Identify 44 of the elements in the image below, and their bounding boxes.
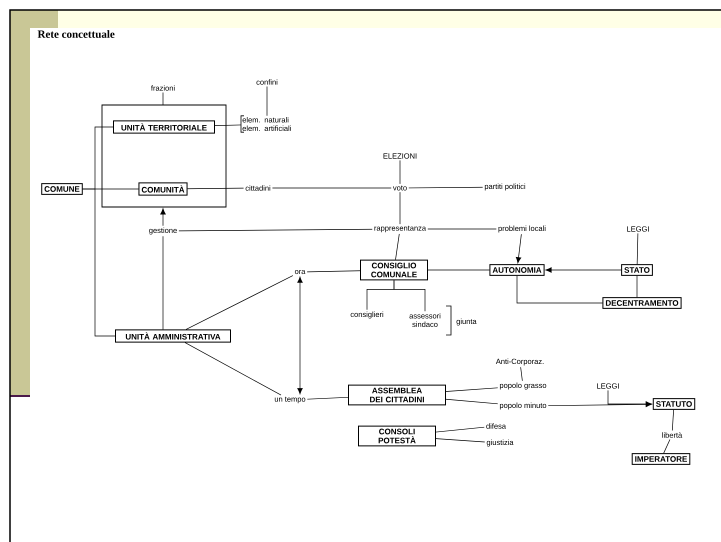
connector [436, 426, 485, 432]
connector [446, 387, 498, 392]
concept-box: AUTONOMIA [489, 264, 545, 276]
concept-box: UNITÀ AMMINISTRATIVA [115, 329, 231, 343]
connector [178, 228, 373, 232]
connector [394, 280, 426, 312]
connector [186, 275, 294, 330]
title: Rete concettuale [38, 30, 115, 38]
connector [672, 409, 674, 431]
connector [187, 188, 244, 190]
concept-box: COMUNITÀ [138, 182, 188, 196]
concept-box: COMUNE [41, 183, 83, 195]
concept-box: STATUTO [652, 398, 696, 410]
connector [520, 366, 523, 382]
concept-box: CONSIGLIO COMUNALE [360, 260, 428, 280]
concept-box: DECENTRAMENTO [602, 297, 682, 309]
group-frame [102, 104, 226, 208]
concept-box: UNITÀ TERRITORIALE [113, 120, 215, 134]
connector [636, 275, 638, 298]
connector [306, 396, 348, 400]
concept-box: STATO [621, 264, 653, 276]
connector [516, 234, 522, 264]
connector [306, 270, 360, 272]
connector [162, 236, 164, 330]
connector [446, 398, 498, 404]
connector [184, 342, 282, 396]
connector [160, 208, 166, 226]
connector [663, 439, 670, 454]
connector [436, 438, 486, 442]
connector [546, 267, 622, 273]
connector [162, 92, 164, 105]
connector [516, 275, 603, 304]
connector [266, 86, 268, 116]
concept-box: IMPERATORE [632, 453, 690, 465]
connector [395, 234, 400, 260]
connector [297, 276, 303, 394]
connector [608, 390, 652, 407]
concept-box: CONSOLI POTESTÀ [358, 426, 436, 446]
connector [214, 124, 242, 126]
connector [408, 186, 484, 188]
connector [82, 188, 116, 336]
connector [636, 233, 638, 265]
connector [427, 228, 497, 230]
concept-box: ASSEMBLEA DEI CITTADINI [348, 384, 446, 406]
